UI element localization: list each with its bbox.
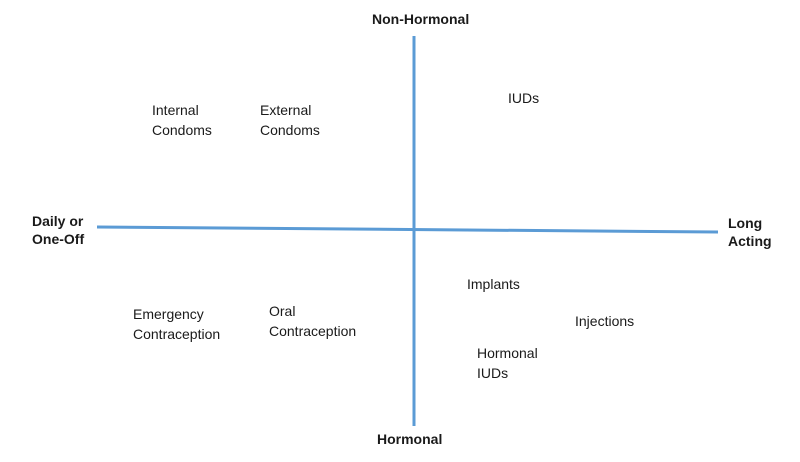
horizontal-axis-line <box>96 225 719 234</box>
item-label-line: Emergency <box>133 306 204 322</box>
axis-label-hormonal: Hormonal <box>377 431 443 447</box>
axis-label-line: One-Off <box>32 231 85 247</box>
item-label-line: Hormonal <box>477 345 538 361</box>
item-injections: Injections <box>575 311 634 331</box>
item-label-line: Contraception <box>133 326 221 342</box>
item-external-condoms: External Condoms <box>260 100 320 140</box>
item-hormonal-iuds: Hormonal IUDs <box>477 343 538 383</box>
item-label-line: IUDs <box>508 90 540 106</box>
item-label-line: Oral <box>269 303 296 319</box>
item-emergency-contraception: Emergency Contraception <box>133 304 220 344</box>
item-label-line: Injections <box>575 313 635 329</box>
item-label-line: Internal <box>152 102 199 118</box>
item-label-line: IUDs <box>477 365 509 381</box>
axis-label-daily-or-one-off: Daily or One-Off <box>32 212 84 248</box>
axis-label-long-acting: Long Acting <box>728 214 772 250</box>
item-internal-condoms: Internal Condoms <box>152 100 212 140</box>
axis-label-line: Long <box>728 215 763 231</box>
item-label-line: Condoms <box>152 122 212 138</box>
item-iuds: IUDs <box>508 88 539 108</box>
item-implants: Implants <box>467 274 520 294</box>
item-oral-contraception: Oral Contraception <box>269 301 356 341</box>
axis-label-line: Daily or <box>32 213 84 229</box>
item-label-line: Condoms <box>260 122 320 138</box>
item-label-line: Contraception <box>269 323 357 339</box>
item-label-line: Implants <box>467 276 520 292</box>
item-label-line: External <box>260 102 312 118</box>
axis-label-non-hormonal: Non-Hormonal <box>372 11 470 27</box>
axis-label-line: Acting <box>728 233 772 249</box>
